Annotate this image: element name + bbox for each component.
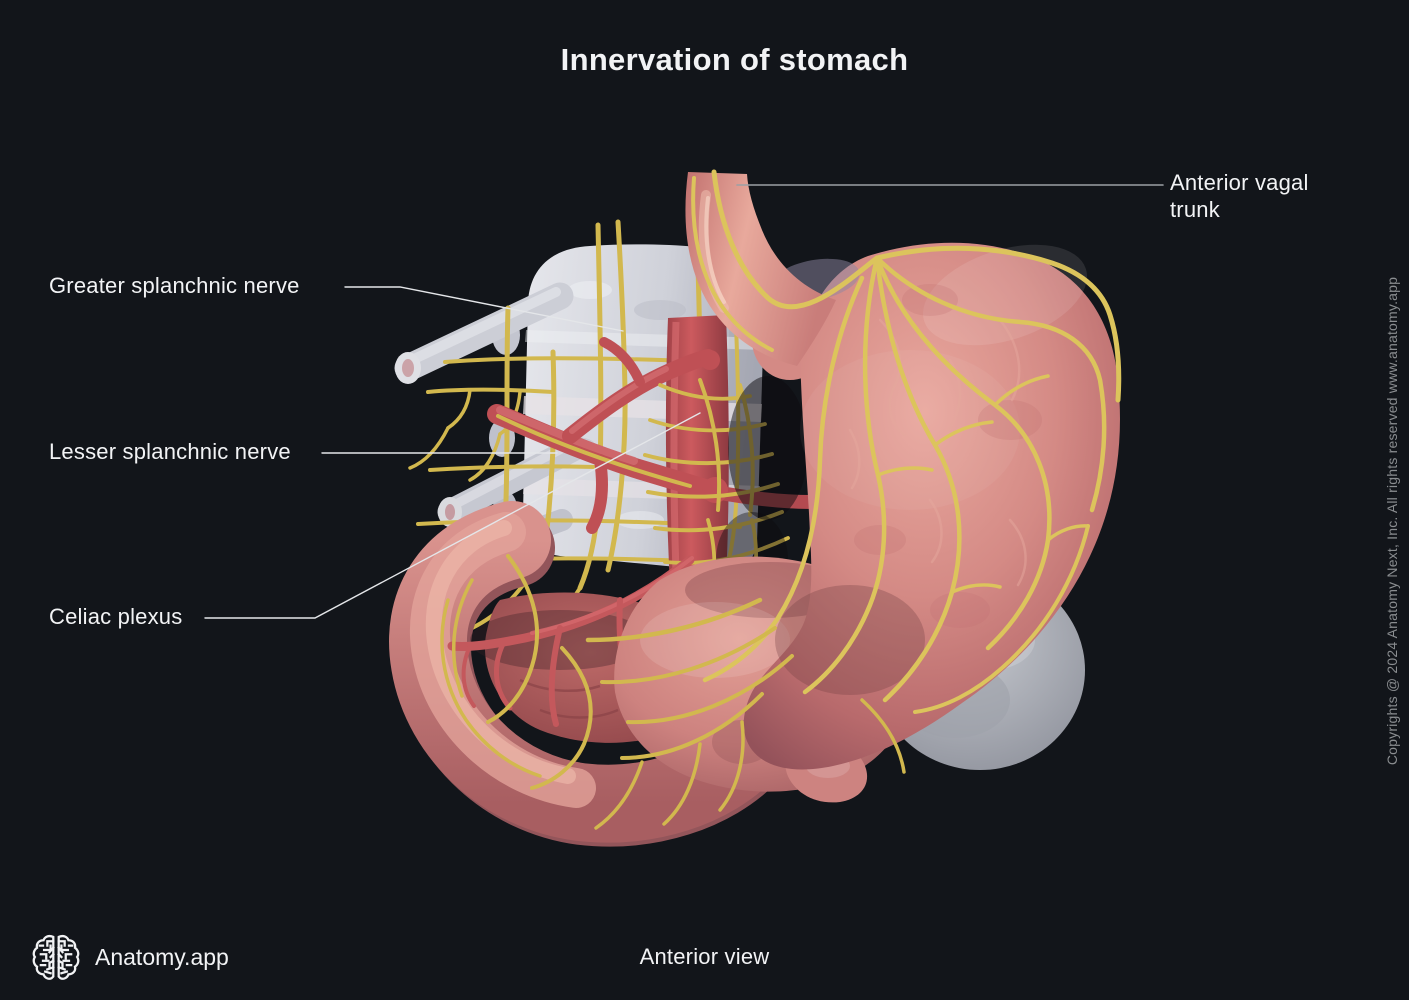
label-lesser-splanchnic-nerve: Lesser splanchnic nerve <box>49 439 291 464</box>
antral-duodenal-nerves <box>440 554 906 830</box>
stomach-body <box>743 242 1120 770</box>
page-title: Innervation of stomach <box>560 42 909 77</box>
brain-icon <box>32 934 80 980</box>
vagal-nerves <box>691 169 1122 714</box>
view-caption: Anterior view <box>639 944 770 969</box>
label-celiac-plexus: Celiac plexus <box>49 604 183 629</box>
brand-footer: Anatomy.app <box>30 931 229 983</box>
duodenum <box>389 501 789 847</box>
stomach <box>614 242 1120 803</box>
label-anterior-vagal-trunk: Anterior vagal trunk <box>1170 170 1309 222</box>
label-greater-splanchnic-nerve: Greater splanchnic nerve <box>49 273 300 298</box>
leader-greater-splanchnic <box>344 286 624 332</box>
copyright-text: Copyrights @ 2024 Anatomy Next, Inc. All… <box>1384 276 1400 766</box>
leader-celiac-plexus <box>204 412 701 619</box>
shadow-gap <box>728 376 808 520</box>
brand-name: Anatomy.app <box>95 943 229 970</box>
stomach-veins <box>848 318 1027 587</box>
leader-lines <box>204 184 1164 619</box>
